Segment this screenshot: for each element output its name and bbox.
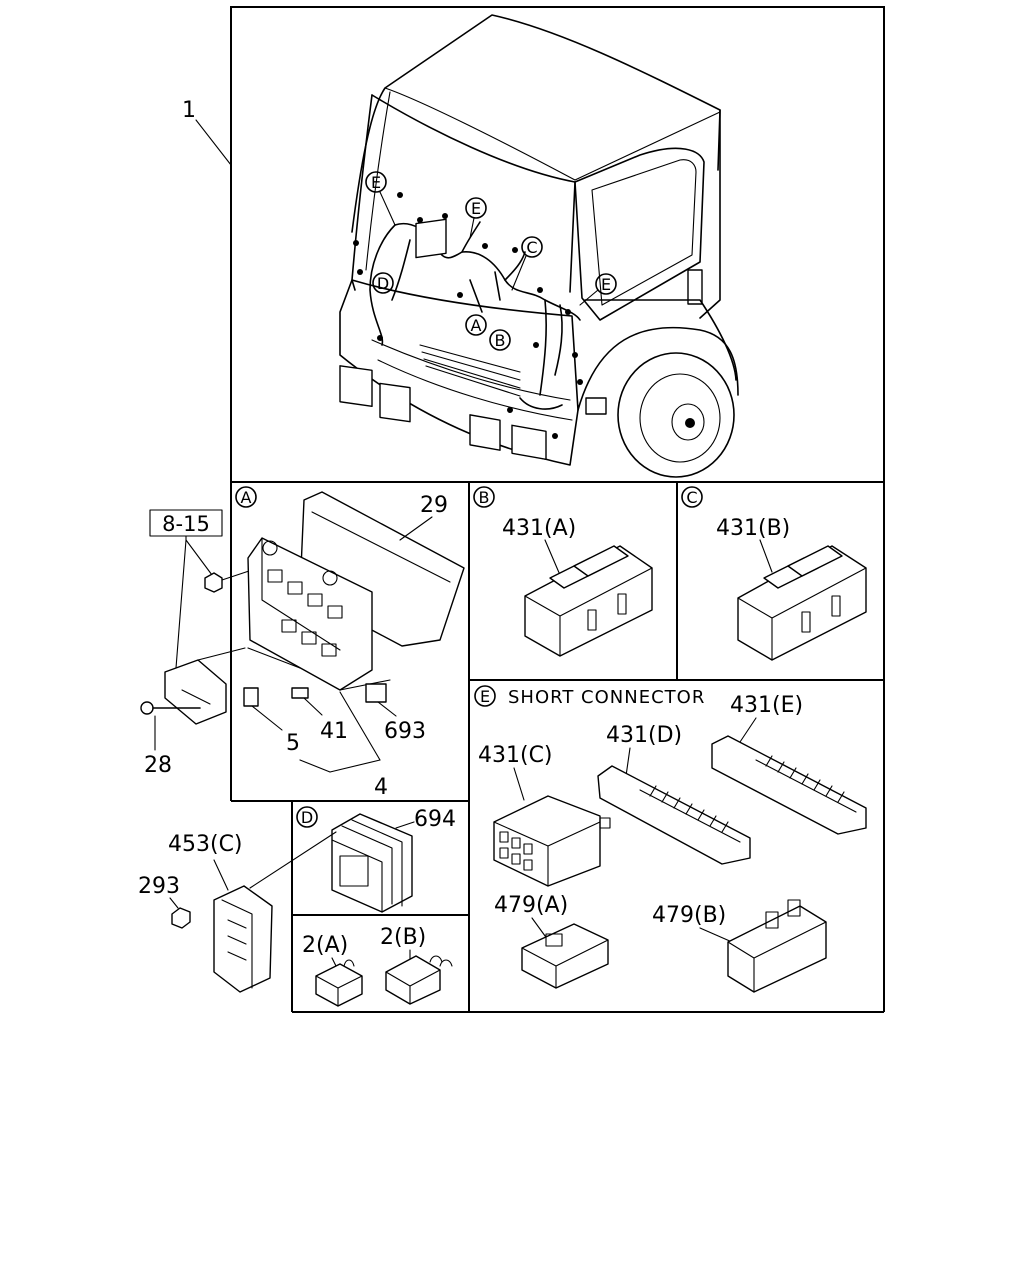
- relay-693: 693: [365, 683, 426, 744]
- connector-479a: 479(A): [494, 893, 609, 989]
- svg-text:431(D): 431(D): [606, 723, 682, 748]
- svg-text:C: C: [526, 238, 537, 257]
- svg-text:29: 29: [420, 493, 448, 518]
- relay-694: 694: [331, 807, 456, 913]
- fuse-41: 41: [291, 687, 348, 744]
- svg-text:431(A): 431(A): [502, 516, 576, 541]
- svg-text:693: 693: [384, 719, 426, 744]
- panel-b: B 431(A): [473, 486, 653, 657]
- svg-text:A: A: [471, 316, 482, 335]
- svg-text:453(C): 453(C): [168, 832, 243, 857]
- svg-text:431(E): 431(E): [730, 693, 803, 718]
- connector-479b: 479(B): [652, 899, 827, 993]
- connector-431e: 431(E): [711, 693, 867, 835]
- svg-text:2(B): 2(B): [380, 925, 426, 950]
- svg-text:E: E: [601, 275, 611, 294]
- svg-text:E: E: [371, 173, 381, 192]
- svg-text:431(B): 431(B): [716, 516, 790, 541]
- svg-text:1: 1: [182, 98, 196, 123]
- svg-text:41: 41: [320, 719, 348, 744]
- svg-text:479(A): 479(A): [494, 893, 568, 918]
- callout-e-center: E: [465, 197, 487, 239]
- relay-2b: 2(B): [380, 925, 453, 1005]
- ref-box-8-15: 8-15: [149, 509, 223, 669]
- svg-text:431(C): 431(C): [478, 743, 553, 768]
- relay-2a: 2(A): [302, 933, 363, 1007]
- connector-431d: 431(D): [597, 723, 751, 865]
- fuse-5: 5: [243, 687, 300, 756]
- svg-text:293: 293: [138, 874, 180, 899]
- svg-text:C: C: [686, 488, 697, 507]
- svg-text:2(A): 2(A): [302, 933, 348, 958]
- bracket-nut: [204, 569, 253, 593]
- callout-c: C: [511, 236, 543, 291]
- svg-text:28: 28: [144, 753, 172, 778]
- callout-e-right: E: [579, 273, 617, 306]
- callout-d: D: [372, 272, 394, 294]
- connector-431c: 431(C): [478, 743, 611, 887]
- svg-text:479(B): 479(B): [652, 903, 726, 928]
- svg-text:4: 4: [374, 775, 388, 800]
- label-harness: 1: [182, 98, 232, 166]
- module-453c: 453(C): [168, 831, 337, 993]
- harness-connector-dots: [353, 192, 583, 439]
- svg-text:A: A: [241, 488, 252, 507]
- svg-text:SHORT CONNECTOR: SHORT CONNECTOR: [508, 687, 705, 708]
- callout-e-left: E: [365, 171, 396, 226]
- nut-293: 293: [138, 874, 191, 929]
- svg-text:B: B: [495, 331, 506, 350]
- panel-frames: [230, 6, 885, 1013]
- svg-text:E: E: [471, 199, 481, 218]
- callout-a: A: [465, 314, 487, 336]
- svg-text:E: E: [480, 687, 490, 706]
- svg-text:D: D: [301, 808, 313, 827]
- svg-text:5: 5: [286, 731, 300, 756]
- callout-b: B: [489, 329, 511, 351]
- svg-text:694: 694: [414, 807, 456, 832]
- svg-text:D: D: [377, 274, 389, 293]
- bolt-28: 28: [140, 701, 201, 778]
- svg-text:B: B: [479, 488, 490, 507]
- panel-e: E SHORT CONNECTOR: [474, 685, 705, 708]
- panel-a: A 29: [235, 486, 465, 691]
- truck-cab-illustration: E E C D A B E: [339, 14, 739, 478]
- svg-text:8-15: 8-15: [162, 512, 210, 536]
- panel-c: C 431(B): [681, 486, 867, 661]
- panel-d: D: [296, 806, 318, 828]
- fuse-4-leader: 4: [299, 691, 388, 800]
